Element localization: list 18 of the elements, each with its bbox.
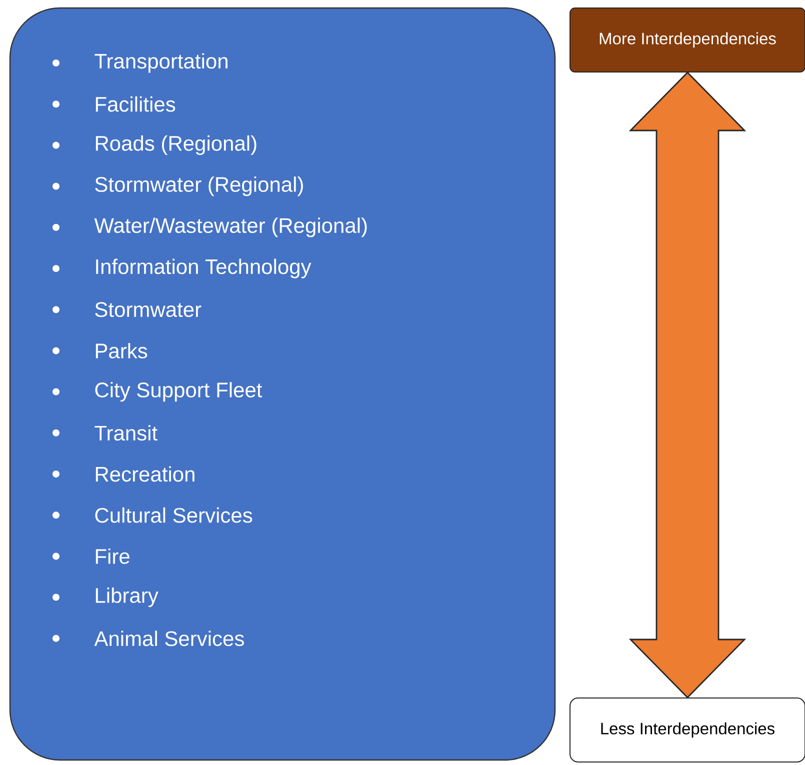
list-item: Cultural Services — [95, 507, 252, 523]
list-item: Information Technology — [96, 258, 312, 278]
list-item: Transportation — [94, 53, 228, 73]
list-item: Recreation — [96, 466, 194, 482]
list-item: Stormwater (Regional) — [95, 176, 303, 196]
list-item: Transit — [94, 425, 158, 441]
list-item: Library — [96, 588, 158, 608]
list-item: City Support Fleet — [95, 382, 262, 402]
list-item: Stormwater — [95, 302, 202, 318]
list-item: Parks — [96, 342, 148, 358]
list-item: Fire — [96, 548, 130, 564]
list-item: Facilities — [96, 96, 176, 112]
double-arrow — [628, 72, 746, 698]
list-item: Water/Wastewater (Regional) — [94, 218, 367, 238]
top-label-box: More Interdependencies — [570, 7, 805, 72]
list-item: Animal Services — [94, 630, 244, 646]
list-item: Roads (Regional) — [96, 135, 256, 155]
bottom-label-box: Less Interdependencies — [570, 698, 805, 762]
